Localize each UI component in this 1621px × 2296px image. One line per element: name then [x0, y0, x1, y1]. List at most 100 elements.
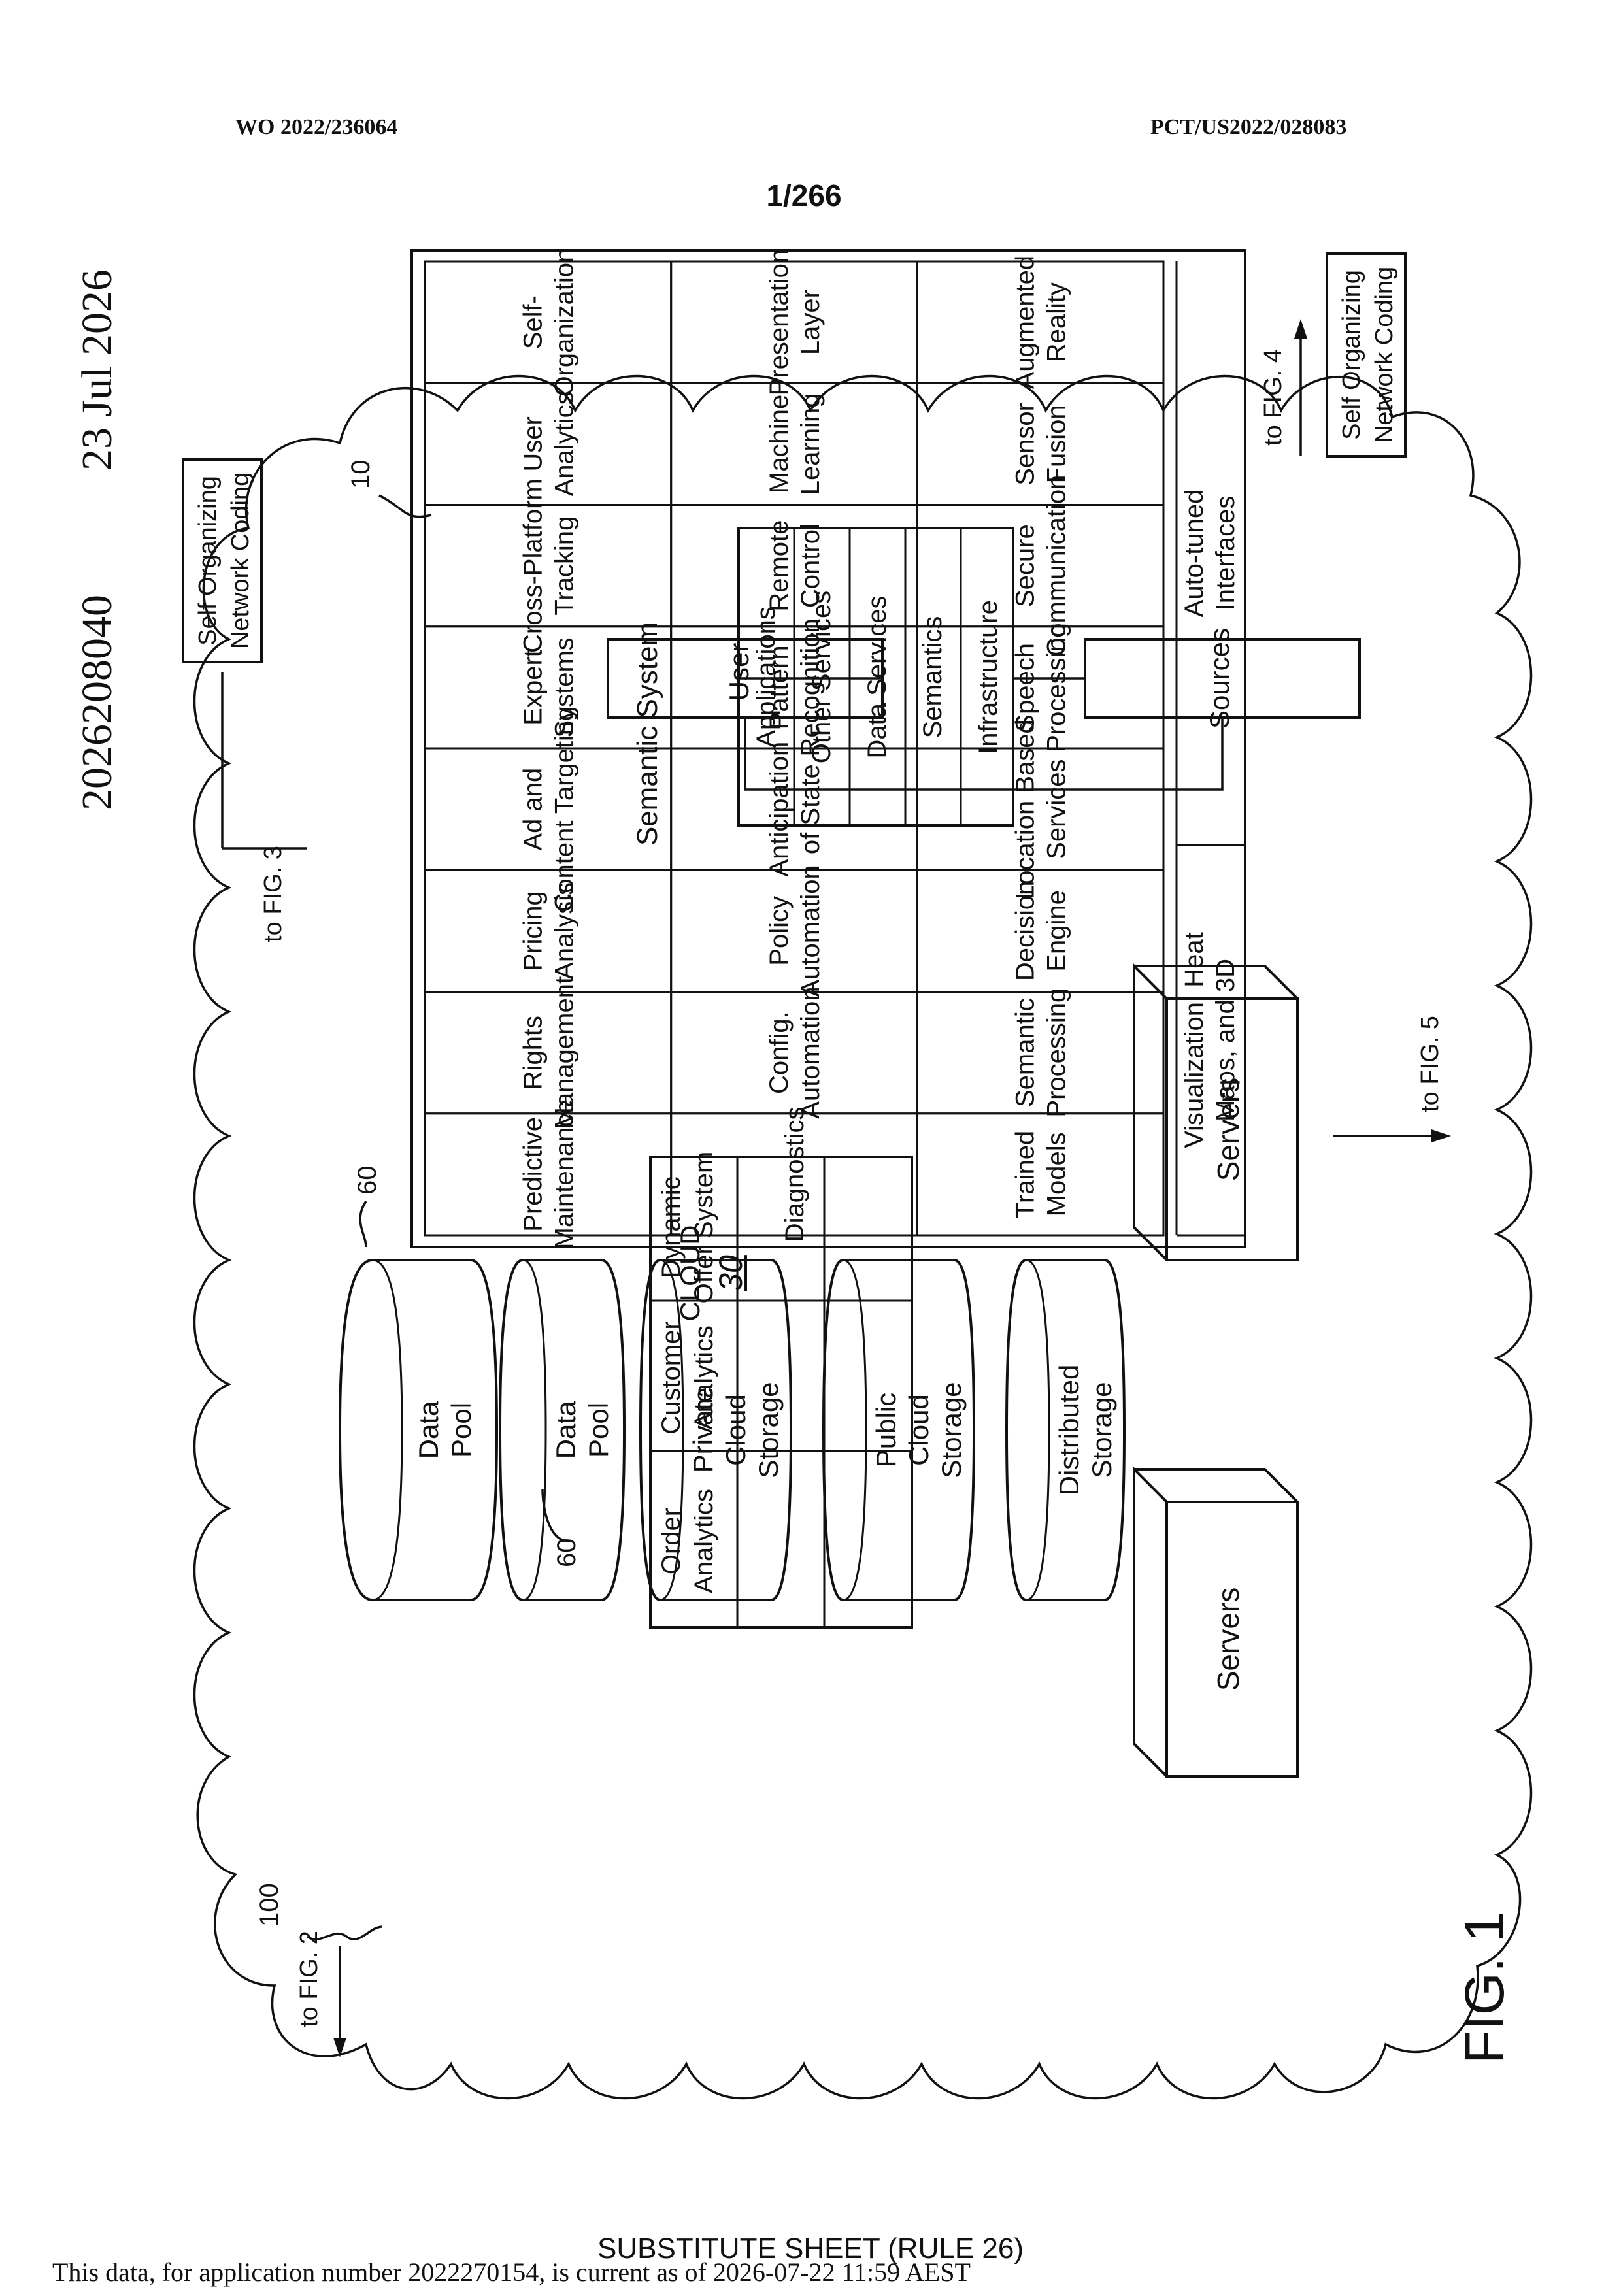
grid-cell-text: Secure [1011, 524, 1040, 607]
stamp-date: 23 Jul 2026 [73, 269, 121, 471]
grid-bottom-text: Visualization, Heat [1180, 932, 1209, 1148]
grid-cell-text: Augmented [1011, 256, 1040, 390]
stamp-number: 2026208040 [73, 595, 121, 810]
sheet-number: 1/266 [766, 178, 841, 212]
data-pool-1-l2: Pool [446, 1403, 476, 1457]
figure-1-drawing: FIG. 1 100 to FIG. 2 Order Analytics Cus… [183, 248, 1531, 2099]
semantic-system: Semantic System User ApplicationsOther S… [608, 528, 1360, 846]
grid-cell-text: Communication [1043, 475, 1071, 657]
semantic-layer: Applications [752, 607, 780, 748]
public-storage-l2: Cloud [903, 1394, 934, 1466]
grid-cell [917, 748, 1163, 870]
grid-cell-text: Tracking [550, 516, 578, 616]
sources-label: Sources [1204, 628, 1235, 729]
data-notice: This data, for application number 202227… [52, 2257, 971, 2287]
grid-cell-text: Engine [1043, 890, 1071, 972]
data-pool-2-l1: Data [550, 1401, 581, 1459]
grid-cell-text: Self- [518, 295, 547, 349]
grid-cell [917, 627, 1163, 748]
grid-cell-text: User [518, 416, 547, 471]
grid-cell-text: Predictive [518, 1117, 547, 1232]
distributed-storage-l1: Distributed [1054, 1365, 1084, 1496]
cloud-ref: 30 [712, 1255, 749, 1291]
grid-cell-text: Automation [796, 865, 825, 997]
grid-cell [917, 1114, 1163, 1235]
distributed-storage: Distributed Storage [1007, 1260, 1124, 1600]
grid-cell [425, 383, 671, 505]
servers-1: Servers [1134, 1469, 1297, 1776]
ref-60-top-leader [360, 1201, 366, 1247]
grid-cell-text: Services [1043, 759, 1071, 859]
grid-cell-text: Fusion [1043, 405, 1071, 483]
soc-box-top: Self Organizing Network Coding [183, 459, 261, 662]
semantic-layer: Other Services [807, 591, 836, 764]
public-storage-l3: Storage [936, 1382, 967, 1478]
grid-cell-text: Anticipation [765, 742, 794, 877]
grid-cell-text: Expert [518, 650, 547, 725]
grid-cell [917, 992, 1163, 1114]
grid-cell-text: Pricing [518, 891, 547, 971]
servers-1-label: Servers [1211, 1588, 1245, 1691]
grid-cell-text: Presentation [765, 249, 794, 396]
grid-cell-text: Automation [796, 986, 825, 1118]
private-storage-l1: Private [688, 1388, 718, 1473]
grid-cell-text: Machine [765, 395, 794, 493]
grid-cell [425, 505, 671, 627]
grid-cell-text: Sensor [1011, 403, 1040, 486]
application-reference: PCT/US2022/028083 [1150, 115, 1346, 139]
grid-cell-text: Learning [796, 393, 825, 495]
data-pool-1-l1: Data [413, 1401, 444, 1459]
data-pool-1: Data Pool [340, 1260, 497, 1600]
grid-cell-text: of State [796, 764, 825, 854]
grid-cell-text: Processing [1043, 988, 1071, 1118]
public-storage-l1: Public [871, 1393, 901, 1467]
grid-cell-text: Location Based [1011, 719, 1040, 899]
grid-cell [671, 261, 918, 383]
grid-cell [917, 261, 1163, 383]
ref-10-leader [379, 495, 431, 517]
label-to-fig5: to FIG. 5 [1416, 1016, 1444, 1112]
label-to-fig2: to FIG. 2 [295, 1931, 323, 2027]
grid-bottom-text: Interfaces [1211, 496, 1240, 611]
cloud-label: CLOUD [675, 1225, 705, 1321]
grid-cell-text: Organization [550, 248, 578, 397]
data-pool-2-l2: Pool [583, 1403, 614, 1457]
grid-cell-text: Diagnostics [780, 1106, 809, 1242]
grid-cell [425, 870, 671, 991]
analytics-order-l2: Analytics [690, 1489, 718, 1593]
public-cloud-storage: Public Cloud Storage [824, 1260, 974, 1600]
grid-bottom-text: Maps, and 3D [1211, 959, 1240, 1122]
soc-right-l1: Self Organizing [1338, 270, 1365, 440]
grid-cell [425, 992, 671, 1114]
ref-60-top: 60 [353, 1166, 382, 1195]
grid-cell-text: Trained [1011, 1131, 1040, 1218]
ref-60-mid-leader [543, 1489, 569, 1541]
soc-box-right: Self Organizing Network Coding [1327, 254, 1405, 456]
publication-number: WO 2022/236064 [235, 115, 397, 139]
grid-cell [425, 1114, 671, 1235]
grid-cell-text: Analytics [550, 391, 578, 496]
soc-right-l2: Network Coding [1371, 267, 1398, 443]
ref-10: 10 [346, 460, 375, 490]
grid-cell [917, 870, 1163, 991]
private-storage-l3: Storage [753, 1382, 784, 1478]
grid-cell-text: Systems [550, 637, 578, 737]
private-storage-l2: Cloud [720, 1394, 751, 1466]
grid-bottom-text: Auto-tuned [1180, 490, 1209, 618]
distributed-storage-l2: Storage [1086, 1382, 1117, 1478]
label-to-fig3: to FIG. 3 [259, 846, 287, 942]
grid-cell-text: Config. [765, 1011, 794, 1094]
grid-cell-text: Management [550, 976, 578, 1129]
grid-cell-text: Ad and [518, 768, 547, 851]
grid-cell-text: Models [1043, 1132, 1071, 1216]
grid-cell-text: Policy [765, 896, 794, 966]
grid-cell-text: Semantic [1011, 998, 1040, 1107]
grid-cell-text: Layer [796, 290, 825, 355]
grid-cell [671, 383, 918, 505]
grid-cell-text: Remote [765, 520, 794, 612]
figure-label: FIG. 1 [1454, 1912, 1515, 2064]
grid-cell-text: Rights [518, 1016, 547, 1090]
grid-cell [671, 870, 918, 991]
